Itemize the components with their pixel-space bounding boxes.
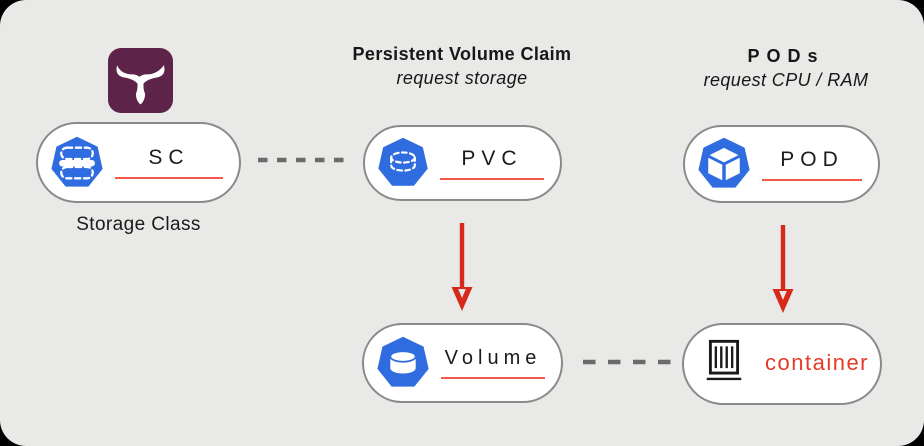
- storage-class-label-underline: SC: [115, 146, 223, 179]
- pods-header: PODs request CPU / RAM: [666, 46, 906, 91]
- pods-header-title: PODs: [747, 46, 825, 66]
- pvc-node: PVC: [363, 125, 562, 201]
- pod-icon: [698, 137, 750, 188]
- container-node: container: [682, 323, 882, 405]
- dashed-connector-volume-container: [583, 359, 671, 365]
- pod-label: POD: [780, 147, 844, 171]
- persistent-volume-claim-icon: [378, 137, 428, 186]
- pvc-label: PVC: [461, 146, 523, 170]
- pod-label-underline: POD: [762, 148, 862, 181]
- arrow-pvc-to-volume: [451, 223, 473, 311]
- container-label-wrap: container: [763, 350, 871, 378]
- pvc-label-underline: PVC: [440, 147, 544, 180]
- volume-icon: [377, 336, 429, 387]
- pods-header-subtitle: request CPU / RAM: [703, 70, 869, 90]
- storage-class-node: SC: [36, 122, 241, 203]
- pvc-header-title: Persistent Volume Claim: [352, 44, 572, 64]
- container-label: container: [765, 350, 870, 375]
- storage-class-icon: [51, 136, 103, 187]
- volume-node: Volume: [362, 323, 563, 403]
- pod-node: POD: [683, 125, 880, 203]
- volume-label-underline: Volume: [441, 347, 545, 379]
- storage-class-label: SC: [148, 146, 190, 169]
- volume-label: Volume: [444, 347, 542, 369]
- longhorn-logo-icon: [108, 48, 173, 113]
- pvc-header-subtitle: request storage: [396, 68, 528, 88]
- dashed-connector-sc-pvc: [258, 157, 346, 163]
- arrow-pod-to-container: [772, 225, 794, 313]
- storage-class-caption: Storage Class: [76, 214, 201, 235]
- container-icon: [706, 339, 742, 381]
- pvc-header: Persistent Volume Claim request storage: [312, 44, 612, 89]
